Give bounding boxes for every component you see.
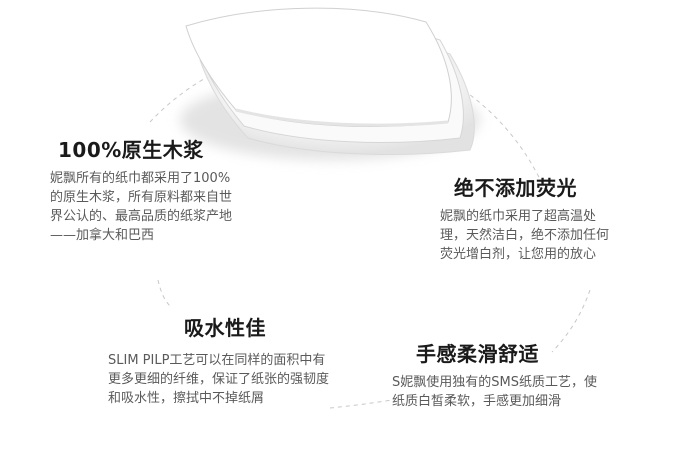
feature-softness: 手感柔滑舒适 S妮飘使用独有的SMS纸质工艺，使纸质白皙柔软，手感更加细滑	[392, 338, 604, 411]
feature-absorbency-text: SLIM PILP工艺可以在同样的面积中有更多更细的纤维，保证了纸张的强韧度和吸…	[108, 353, 330, 406]
feature-pulp-title: 100%原生木浆	[58, 138, 204, 162]
tissue-illustration	[185, 7, 475, 155]
dashed-ring	[149, 45, 591, 409]
ring-arc-right	[551, 289, 591, 353]
feature-pulp: 100%原生木浆 妮飘所有的纸巾都采用了100%的原生木浆，所有原料都来自世界公…	[50, 134, 240, 245]
feature-fluorescent: 绝不添加荧光 妮飘的纸巾采用了超高温处理，天然洁白，绝不添加任何荧光增白剂，让您…	[440, 172, 620, 264]
ring-arc-bottom	[329, 399, 393, 409]
tissue-fold-line	[235, 108, 449, 127]
feature-softness-text: S妮飘使用独有的SMS纸质工艺，使纸质白皙柔软，手感更加细滑	[392, 375, 597, 409]
feature-absorbency: 吸水性佳 SLIM PILP工艺可以在同样的面积中有更多更细的纤维，保证了纸张的…	[108, 312, 330, 408]
ring-arc-left	[157, 279, 171, 307]
feature-pulp-text: 妮飘所有的纸巾都采用了100%的原生木浆，所有原料都来自世界公认的、最高品质的纸…	[50, 171, 233, 243]
feature-absorbency-title: 吸水性佳	[184, 316, 266, 340]
tissue-sheet-front	[185, 7, 452, 127]
feature-fluorescent-title: 绝不添加荧光	[454, 176, 577, 200]
ring-arc-top	[149, 45, 546, 191]
feature-softness-title: 手感柔滑舒适	[416, 342, 539, 366]
feature-fluorescent-text: 妮飘的纸巾采用了超高温处理，天然洁白，绝不添加任何荧光增白剂，让您用的放心	[440, 209, 610, 262]
